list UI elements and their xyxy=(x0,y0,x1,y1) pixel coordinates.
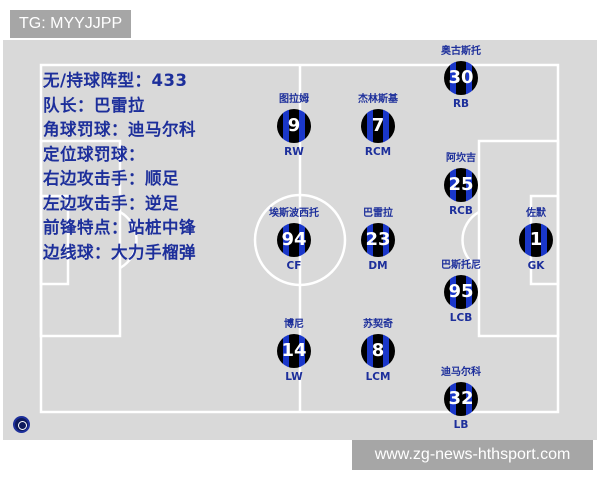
tg-handle-label: TG: MYYJJPP xyxy=(10,10,132,38)
left-goal-box xyxy=(39,194,70,286)
center-circle xyxy=(253,193,347,287)
player-name: 奥古斯托 xyxy=(441,46,481,57)
player-lcb: 巴斯托尼 95 LCB xyxy=(416,259,506,325)
left-penalty-arc xyxy=(119,210,138,270)
player-name: 佐默 xyxy=(526,208,546,219)
jersey-number: 7 xyxy=(371,115,385,136)
info-captain: 队长：巴雷拉 xyxy=(43,95,145,115)
right-penalty-arc xyxy=(461,210,480,270)
player-position: CF xyxy=(286,260,302,272)
player-rcm: 杰林斯基 7 RCM xyxy=(333,93,423,159)
player-cf: 埃斯波西托 94 CF xyxy=(249,207,339,273)
player-lcm: 苏契奇 8 LCM xyxy=(333,318,423,384)
jersey-icon: 30 xyxy=(444,61,478,95)
player-position: RCM xyxy=(364,146,392,158)
jersey-number: 8 xyxy=(371,340,385,361)
website-watermark: www.zg-news-hthsport.com xyxy=(352,440,593,470)
player-name: 迪马尔科 xyxy=(441,367,481,378)
jersey-icon: 7 xyxy=(361,109,395,143)
player-position: DM xyxy=(368,260,388,272)
jersey-number: 30 xyxy=(448,67,474,88)
jersey-number: 14 xyxy=(281,340,307,361)
player-name: 阿坎吉 xyxy=(446,153,476,164)
player-gk: 佐默 1 GK xyxy=(491,207,581,273)
player-position: GK xyxy=(527,260,545,272)
player-name: 博尼 xyxy=(284,319,304,330)
jersey-number: 25 xyxy=(448,174,474,195)
jersey-icon: 94 xyxy=(277,223,311,257)
player-position: RCB xyxy=(449,205,473,217)
player-position: LCB xyxy=(449,312,473,324)
player-position: LW xyxy=(285,371,303,383)
jersey-number: 1 xyxy=(529,229,543,250)
jersey-icon: 1 xyxy=(519,223,553,257)
jersey-number: 9 xyxy=(287,115,301,136)
jersey-icon: 9 xyxy=(277,109,311,143)
jersey-number: 32 xyxy=(448,388,474,409)
player-position: LCM xyxy=(365,371,391,383)
inter-logo-icon xyxy=(13,416,30,433)
jersey-icon: 25 xyxy=(444,168,478,202)
info-throw-in: 边线球：大力手榴弹 xyxy=(43,242,196,262)
player-position: RW xyxy=(284,146,304,158)
jersey-number: 94 xyxy=(281,229,307,250)
jersey-icon: 8 xyxy=(361,334,395,368)
jersey-icon: 32 xyxy=(444,382,478,416)
player-position: LB xyxy=(453,419,469,431)
player-rw: 图拉姆 9 RW xyxy=(249,93,339,159)
info-corner-taker: 角球罚球：迪马尔科 xyxy=(43,120,196,139)
jersey-number: 23 xyxy=(365,229,391,250)
info-free-kick-taker: 定位球罚球： xyxy=(43,144,145,164)
player-name: 埃斯波西托 xyxy=(269,208,319,219)
player-name: 苏契奇 xyxy=(363,319,393,330)
player-name: 图拉姆 xyxy=(279,94,309,105)
player-rb: 奥古斯托 30 RB xyxy=(416,45,506,111)
player-lb: 迪马尔科 32 LB xyxy=(416,366,506,432)
info-striker-type: 前锋特点：站桩中锋 xyxy=(43,218,196,237)
info-left-winger: 左边攻击手：逆足 xyxy=(43,193,179,213)
player-name: 杰林斯基 xyxy=(358,94,398,105)
jersey-icon: 23 xyxy=(361,223,395,257)
player-rcb: 阿坎吉 25 RCB xyxy=(416,152,506,218)
player-position: RB xyxy=(452,98,470,110)
jersey-icon: 14 xyxy=(277,334,311,368)
player-name: 巴雷拉 xyxy=(363,208,393,219)
player-name: 巴斯托尼 xyxy=(441,260,481,271)
tactics-info: 无/持球阵型：433 队长：巴雷拉 角球罚球：迪马尔科 定位球罚球： 右边攻击手… xyxy=(43,69,196,265)
jersey-icon: 95 xyxy=(444,275,478,309)
player-dm: 巴雷拉 23 DM xyxy=(333,207,423,273)
info-formation: 无/持球阵型：433 xyxy=(43,71,188,90)
player-lw: 博尼 14 LW xyxy=(249,318,339,384)
jersey-number: 95 xyxy=(448,281,474,302)
info-right-winger: 右边攻击手：顺足 xyxy=(43,169,179,188)
